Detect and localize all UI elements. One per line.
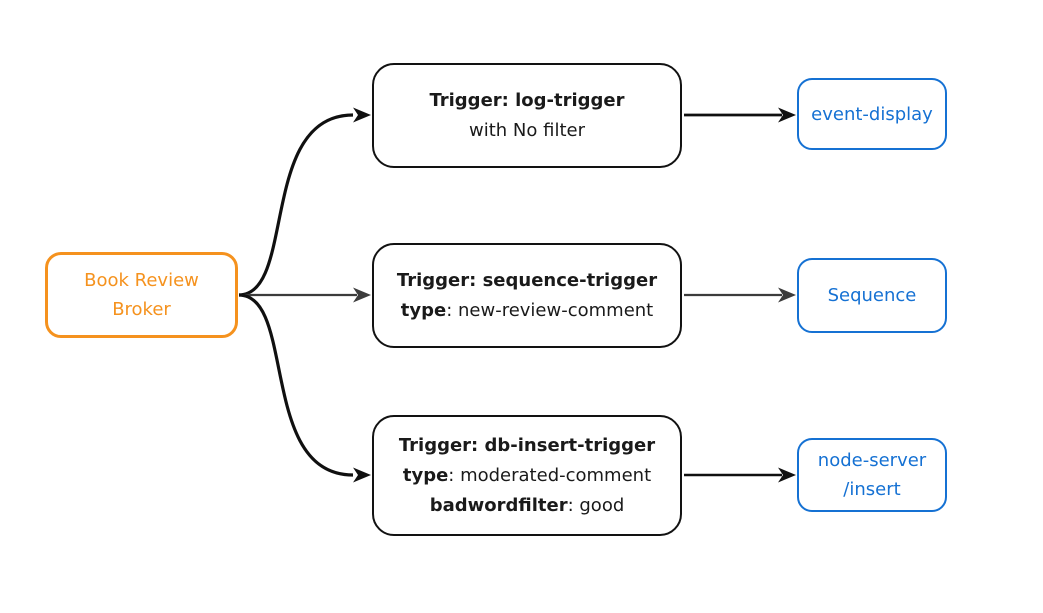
broker-label-line1: Book Review (84, 270, 199, 291)
broker-node: Book Review Broker (45, 252, 238, 338)
edge-broker-to-db-insert-trigger (238, 293, 371, 483)
trigger-detail: badwordfilter: good (429, 494, 625, 516)
sink-label: event-display (811, 103, 933, 125)
edge-sequence-trigger-to-sequence (684, 287, 796, 303)
trigger-title: Trigger: db-insert-trigger (398, 434, 656, 456)
sink-node-sequence: Sequence (797, 258, 947, 333)
sink-label: Sequence (827, 285, 917, 306)
edge-db-insert-trigger-to-node-server (684, 467, 796, 483)
edge-broker-to-log-trigger (238, 107, 371, 297)
trigger-title: Trigger: log-trigger (429, 89, 625, 111)
edge-log-trigger-to-event-display (684, 107, 796, 123)
edge-broker-to-sequence-trigger (239, 287, 371, 303)
trigger-detail: with No filter (469, 119, 585, 141)
trigger-node-db-insert-trigger: Trigger: db-insert-trigger type: moderat… (372, 415, 682, 536)
trigger-detail: type: new-review-comment (400, 299, 654, 321)
broker-label-line2: Broker (112, 299, 171, 320)
sink-node-event-display: event-display (797, 78, 947, 150)
trigger-title: Trigger: sequence-trigger (396, 269, 658, 291)
sink-node-node-server-insert: node-server /insert (797, 438, 947, 512)
trigger-node-sequence-trigger: Trigger: sequence-trigger type: new-revi… (372, 243, 682, 348)
sink-label-line1: node-server (817, 450, 927, 471)
sink-label-line2: /insert (843, 479, 901, 500)
trigger-detail: type: moderated-comment (402, 464, 652, 486)
trigger-node-log-trigger: Trigger: log-trigger with No filter (372, 63, 682, 168)
